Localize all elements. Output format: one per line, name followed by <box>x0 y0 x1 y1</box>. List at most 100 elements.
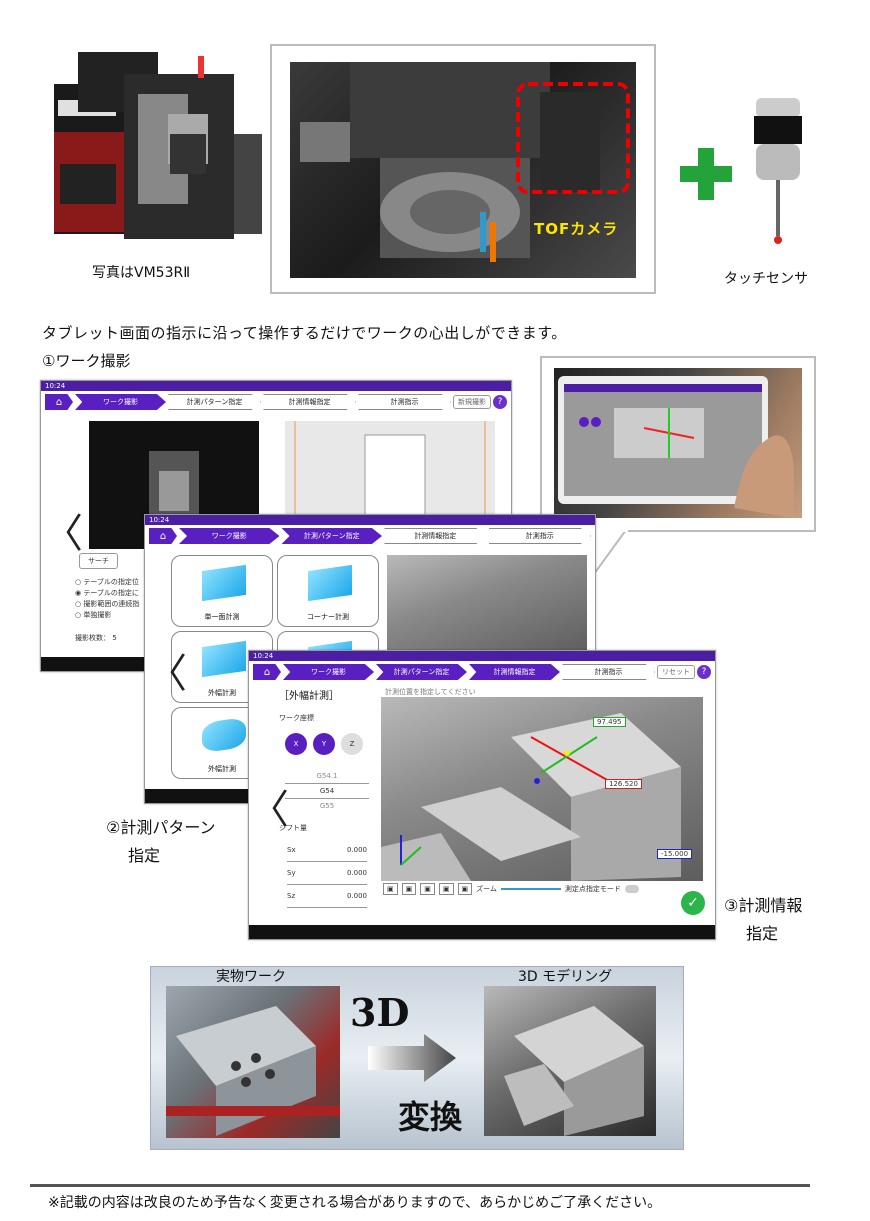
home-button[interactable]: ⌂ <box>253 664 281 680</box>
step-navigation: ⌂ ワーク撮影 計測パターン指定 計測情報指定 計測指示 <box>145 525 595 547</box>
view-cube-icon[interactable]: ▣ <box>457 883 473 895</box>
status-bar: 10:24 <box>41 381 511 391</box>
pattern-card-corner[interactable]: コーナー計測 <box>277 555 379 627</box>
option-radio[interactable]: ○ 撮影範囲の連続指 <box>75 600 140 608</box>
axis-y-button[interactable]: Y <box>313 733 335 755</box>
reset-button[interactable]: リセット <box>657 665 695 679</box>
axis-buttons: X Y Z <box>285 733 363 755</box>
step3-line1: ③計測情報 <box>724 896 803 915</box>
step-navigation: ⌂ ワーク撮影 計測パターン指定 計測情報指定 計測指示 リセット ? <box>249 661 715 683</box>
measure-label-x: 126.520 <box>605 779 642 789</box>
intro-text: タブレット画面の指示に沿って操作するだけでワークの心出しができます。 <box>42 324 567 342</box>
help-button[interactable]: ? <box>697 665 711 679</box>
new-shot-button[interactable]: 新規撮影 <box>453 395 491 409</box>
tablet-screen-measurement-info: 10:24 ⌂ ワーク撮影 計測パターン指定 計測情報指定 計測指示 リセット … <box>248 650 716 940</box>
step-tab-info[interactable]: 計測情報指定 <box>469 664 560 680</box>
step2-line2: 指定 <box>128 846 161 865</box>
machine-caption: 写真はVM53RⅡ <box>92 265 191 281</box>
search-button[interactable]: サーチ <box>79 553 118 569</box>
view-cube-icon[interactable]: ▣ <box>438 883 454 895</box>
3d-model-image <box>484 986 656 1136</box>
3d-text: 3D <box>350 990 410 1035</box>
step-tab-pattern[interactable]: 計測パターン指定 <box>376 664 467 680</box>
step-tab-workpiece-shot[interactable]: ワーク撮影 <box>75 394 166 410</box>
back-chevron-icon[interactable]: 〈 <box>43 511 83 557</box>
footer-note: ※記載の内容は改良のため予告なく変更される場合がありますので、あらかじめご了承く… <box>48 1195 662 1211</box>
measurement-3d-view[interactable] <box>381 697 703 881</box>
mode-toggle[interactable] <box>624 885 639 893</box>
option-radio[interactable]: ○ 単独撮影 <box>75 611 112 619</box>
step-tab-info[interactable]: 計測情報指定 <box>384 528 487 544</box>
step-tab-workpiece-shot[interactable]: ワーク撮影 <box>179 528 280 544</box>
step-tab-workpiece-shot[interactable]: ワーク撮影 <box>283 664 374 680</box>
card-label: コーナー計測 <box>307 613 349 621</box>
zoom-label: ズーム <box>476 885 497 893</box>
card-label: 外幅計測 <box>208 765 236 773</box>
tof-camera-label: TOFカメラ <box>534 220 619 238</box>
step2-line1: ②計測パターン <box>106 818 216 837</box>
view-cube-icon[interactable]: ▣ <box>420 883 435 895</box>
touch-sensor-caption: タッチセンサ <box>724 271 808 287</box>
model-label: 3D モデリング <box>518 969 613 985</box>
step-tab-pattern[interactable]: 計測パターン指定 <box>281 528 382 544</box>
real-workpiece-photo <box>166 986 340 1138</box>
axis-z-button[interactable]: Z <box>341 733 363 755</box>
step1-label: ①ワーク撮影 <box>42 352 131 370</box>
axis-x-button[interactable]: X <box>285 733 307 755</box>
camera-photo <box>290 62 636 278</box>
help-button[interactable]: ? <box>493 395 507 409</box>
shot-options: ○ テーブルの指定位 ◉ テーブルの指定に ○ 撮影範囲の連続指 ○ 単独撮影 <box>75 577 139 621</box>
conversion-text: 変換 <box>398 1098 463 1136</box>
coord-list: G54.1 G54 G55 <box>285 769 369 813</box>
step-tab-instruct[interactable]: 計測指示 <box>358 394 451 410</box>
home-button[interactable]: ⌂ <box>149 528 177 544</box>
back-chevron-icon[interactable]: 〈 <box>147 651 187 697</box>
coord-item-selected[interactable]: G54 <box>285 783 369 799</box>
step-tab-info[interactable]: 計測情報指定 <box>263 394 356 410</box>
tablet-in-hand-photo <box>554 368 802 518</box>
mode-label: 測定点指定モード <box>564 885 621 893</box>
coord-label: ワーク座標 <box>279 714 314 722</box>
back-chevron-icon[interactable]: 〈 <box>249 787 289 833</box>
coord-item[interactable]: G55 <box>319 802 335 810</box>
shot-count: 撮影枚数： 5 <box>75 634 117 642</box>
status-bar: 10:24 <box>249 651 715 661</box>
step-tab-instruct[interactable]: 計測指示 <box>562 664 655 680</box>
plus-icon <box>676 144 736 204</box>
card-label: 単一面計測 <box>204 613 240 621</box>
step2-label: ②計測パターン 指定 <box>106 814 216 870</box>
shift-label: シフト量 <box>279 824 307 832</box>
status-bar: 10:24 <box>145 515 595 525</box>
step-tab-pattern[interactable]: 計測パターン指定 <box>168 394 261 410</box>
step-tab-instruct[interactable]: 計測指示 <box>488 528 591 544</box>
measure-label-z: -15.000 <box>657 849 693 859</box>
panel-title: ［外幅計測］ <box>279 691 339 702</box>
view-cube-icon[interactable]: ▣ <box>401 883 417 895</box>
confirm-check-icon[interactable]: ✓ <box>681 891 705 915</box>
pattern-card-single-face[interactable]: 単一面計測 <box>171 555 273 627</box>
hint-text: 計測位置を指定してください <box>385 688 476 696</box>
view-toolbar: ▣ ▣ ▣ ▣ ▣ ズーム 測定点指定モード <box>383 883 639 895</box>
step3-line2: 指定 <box>746 924 779 943</box>
touch-sensor-icon <box>748 94 808 254</box>
measure-label-y: 97.495 <box>593 717 626 727</box>
nav-bar <box>249 925 715 939</box>
option-radio[interactable]: ○ テーブルの指定位 <box>75 578 139 586</box>
machine-photo <box>48 44 270 248</box>
coord-item[interactable]: G54.1 <box>316 772 338 780</box>
footer-divider <box>30 1184 810 1187</box>
arrow-right-icon <box>368 1034 456 1082</box>
home-button[interactable]: ⌂ <box>45 394 73 410</box>
step3-label: ③計測情報 指定 <box>724 892 802 948</box>
step-navigation: ⌂ ワーク撮影 計測パターン指定 計測情報指定 計測指示 新規撮影 ? <box>41 391 511 413</box>
view-cube-icon[interactable]: ▣ <box>383 883 398 895</box>
card-label: 外幅計測 <box>208 689 236 697</box>
zoom-slider[interactable] <box>500 888 561 890</box>
real-work-label: 実物ワーク <box>216 969 286 985</box>
workpiece-3d-view <box>387 555 587 655</box>
option-radio[interactable]: ◉ テーブルの指定に <box>75 589 139 597</box>
